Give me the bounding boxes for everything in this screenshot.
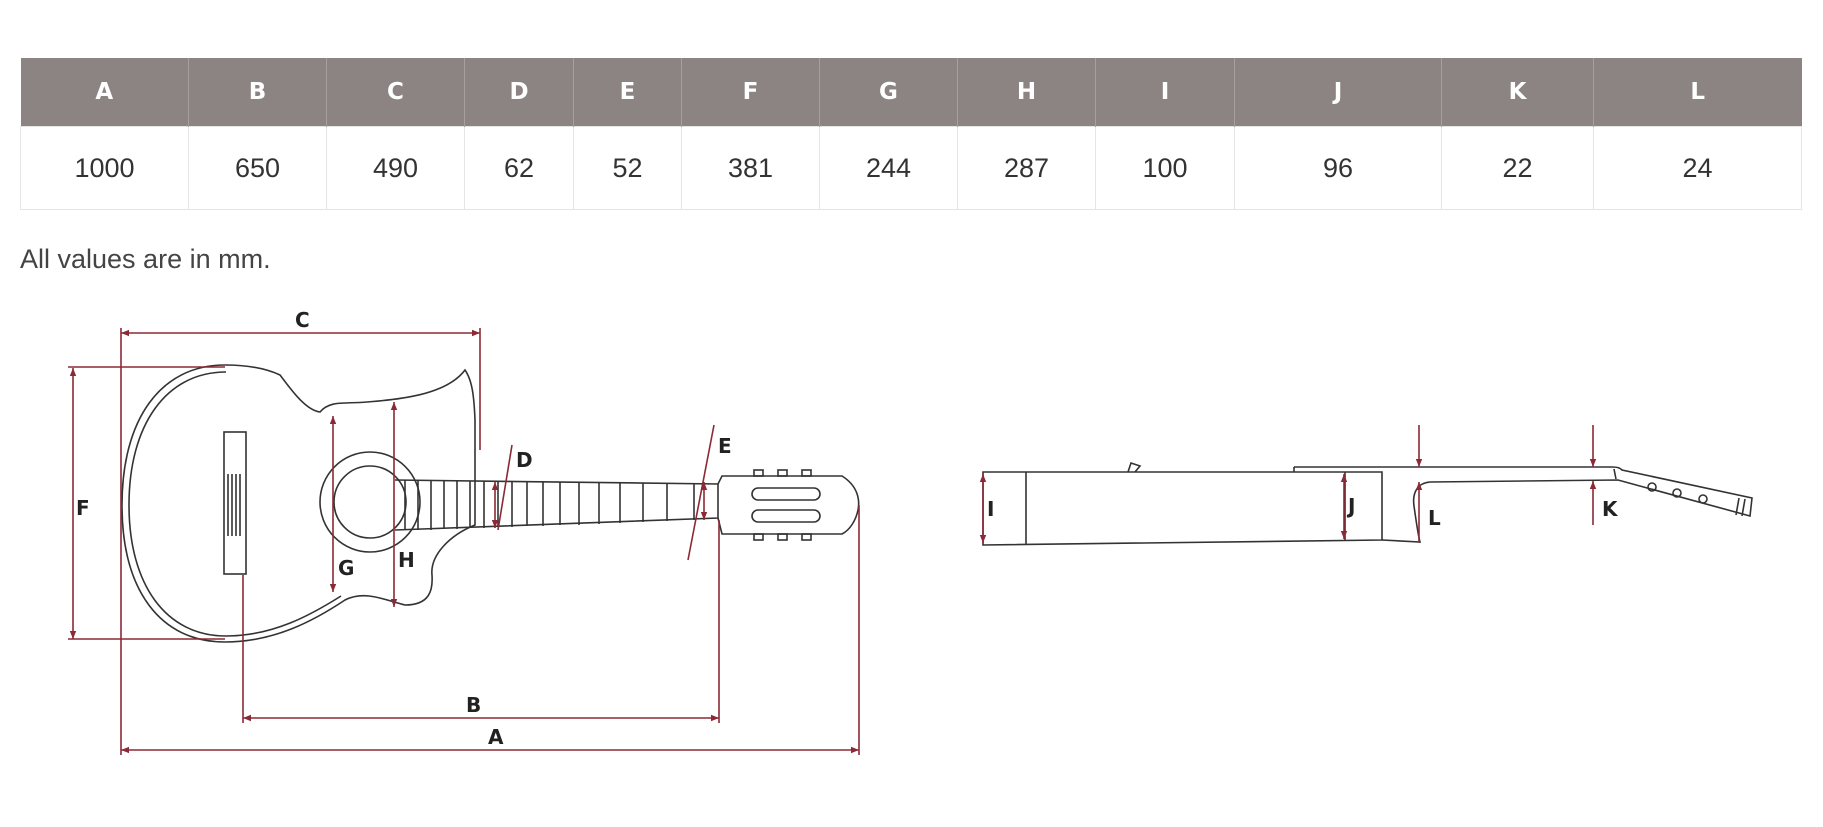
value-h: 287 (957, 126, 1096, 210)
header-j: J (1234, 58, 1442, 127)
label-f: F (76, 496, 90, 520)
header-i: I (1095, 58, 1235, 127)
value-i: 100 (1095, 126, 1235, 210)
label-d: D (516, 448, 533, 472)
label-e: E (718, 434, 732, 458)
value-d: 62 (464, 126, 574, 210)
header-h: H (957, 58, 1096, 127)
value-a: 1000 (20, 126, 189, 210)
side-view-dimensions (979, 425, 1597, 543)
label-k: K (1602, 497, 1619, 521)
header-k: K (1441, 58, 1594, 127)
value-k: 22 (1441, 126, 1594, 210)
header-d: D (464, 58, 574, 127)
front-view-outline (121, 364, 860, 643)
label-c: C (295, 308, 310, 332)
header-b: B (188, 58, 327, 127)
value-j: 96 (1234, 126, 1442, 210)
value-l: 24 (1593, 126, 1802, 210)
side-view-outline (982, 461, 1753, 546)
value-e: 52 (573, 126, 682, 210)
table-header-row: A B C D E F G H I J K L (20, 58, 1802, 127)
label-a: A (488, 725, 504, 749)
label-h: H (398, 548, 415, 572)
value-b: 650 (188, 126, 327, 210)
value-c: 490 (326, 126, 465, 210)
value-g: 244 (819, 126, 958, 210)
header-g: G (819, 58, 958, 127)
label-l: L (1428, 506, 1441, 530)
header-e: E (573, 58, 682, 127)
dimensions-table: A B C D E F G H I J K L 1000 650 490 62 … (20, 58, 1802, 210)
front-view-dimensions (68, 328, 860, 755)
value-f: 381 (681, 126, 820, 210)
header-a: A (20, 58, 189, 127)
units-note: All values are in mm. (20, 244, 271, 274)
table-row: 1000 650 490 62 52 381 244 287 100 96 22… (20, 126, 1802, 210)
label-b: B (466, 693, 481, 717)
header-f: F (681, 58, 820, 127)
label-i: I (987, 497, 994, 521)
label-j: J (1346, 494, 1355, 518)
header-c: C (326, 58, 465, 127)
header-l: L (1593, 58, 1802, 127)
label-g: G (338, 556, 354, 580)
